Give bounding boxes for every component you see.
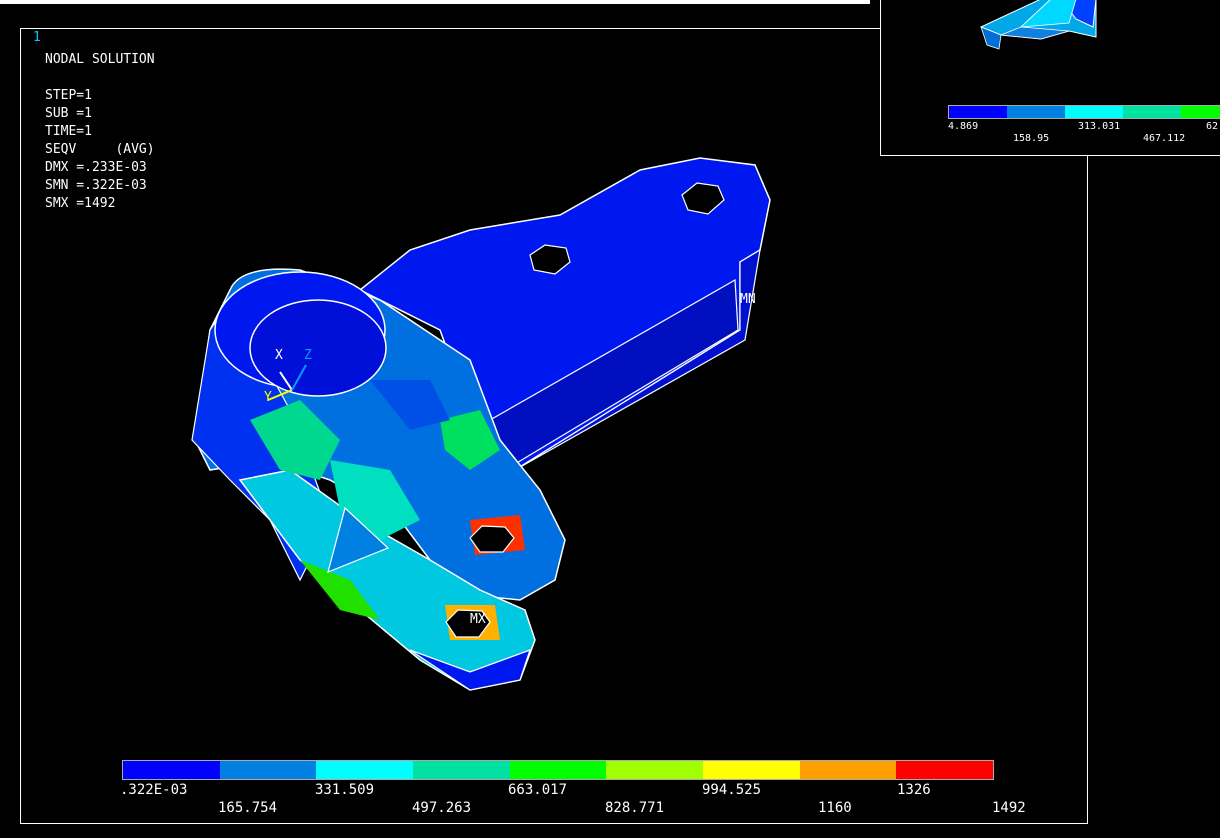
legend-swatch <box>799 761 897 779</box>
legend-swatch <box>316 761 414 779</box>
legend-top-label: 994.525 <box>702 782 762 798</box>
info-sub: SUB =1 <box>45 106 92 121</box>
legend-top-label: 663.017 <box>508 782 568 798</box>
axis-x-line <box>279 371 293 391</box>
inset-legend-swatch <box>949 106 1007 118</box>
legend-bottom-label: 1160 <box>818 800 852 816</box>
inset-model <box>979 0 1097 50</box>
plot-frame <box>20 28 1088 824</box>
legend-swatch <box>413 761 510 779</box>
legend-bottom-label: 497.263 <box>412 800 472 816</box>
inset-legend-bar <box>948 105 1220 119</box>
info-title: NODAL SOLUTION <box>45 52 155 67</box>
legend-swatch <box>606 761 704 779</box>
window-number: 1 <box>33 30 41 45</box>
inset-legend-bottom-label: 467.112 <box>1143 133 1186 144</box>
legend-swatch <box>509 761 607 779</box>
info-seqv: SEQV (AVG) <box>45 142 155 157</box>
lug-hole-1 <box>469 525 515 553</box>
axis-x-label: X <box>275 348 283 363</box>
axis-y-line <box>267 389 293 401</box>
inset-legend-swatch <box>1065 106 1123 118</box>
info-time: TIME=1 <box>45 124 92 139</box>
legend-bottom-label: 165.754 <box>218 800 278 816</box>
stress-region-lightblue <box>370 380 450 430</box>
axis-z-line <box>291 364 307 391</box>
max-marker: MX <box>470 612 486 627</box>
inset-viewport[interactable]: 4.869 313.031 62 158.95 467.112 <box>880 0 1220 156</box>
legend-swatch <box>896 761 994 779</box>
inset-legend-swatch <box>1007 106 1065 118</box>
legend-swatch <box>703 761 800 779</box>
axis-y-label: Y <box>264 390 272 405</box>
slot-triangle <box>327 506 390 574</box>
legend-top-label: .322E-03 <box>120 782 188 798</box>
legend-bottom-label: 828.771 <box>605 800 665 816</box>
legend-bottom-label: 1492 <box>992 800 1026 816</box>
window-top-edge <box>0 0 870 4</box>
inset-legend-swatch <box>1181 106 1220 118</box>
inset-legend-top-label: 4.869 <box>948 121 979 132</box>
stress-region-green-2 <box>440 410 500 470</box>
upper-hole-1 <box>529 244 571 275</box>
hub-bore-hole <box>249 299 387 397</box>
inset-mesh-face <box>980 26 1002 50</box>
info-smn: SMN =.322E-03 <box>45 178 147 193</box>
inset-legend-bottom-label: 158.95 <box>1013 133 1050 144</box>
legend-top-label: 1326 <box>897 782 931 798</box>
info-dmx: DMX =.233E-03 <box>45 160 147 175</box>
upper-hole-2 <box>681 182 725 215</box>
info-smx: SMX =1492 <box>45 196 116 211</box>
stress-region-green-1 <box>250 400 340 480</box>
legend-swatch <box>219 761 317 779</box>
legend-top-label: 331.509 <box>315 782 375 798</box>
axis-z-label: Z <box>304 348 312 363</box>
info-step: STEP=1 <box>45 88 92 103</box>
stress-region-green-3 <box>300 560 380 620</box>
upper-arm-side <box>514 248 761 471</box>
contour-legend-bar <box>122 760 994 780</box>
lower-arm-side <box>409 649 531 691</box>
inset-mesh-face <box>1019 0 1077 28</box>
inset-legend-swatch <box>1123 106 1181 118</box>
inset-legend-top-label: 62 <box>1206 121 1219 132</box>
inset-mesh-face <box>1000 26 1070 40</box>
inset-legend-top-label: 313.031 <box>1078 121 1121 132</box>
lug-hole-2 <box>445 609 491 638</box>
legend-swatch <box>123 761 220 779</box>
min-marker: MN <box>740 292 756 307</box>
stress-region-cyan-1 <box>330 460 420 540</box>
